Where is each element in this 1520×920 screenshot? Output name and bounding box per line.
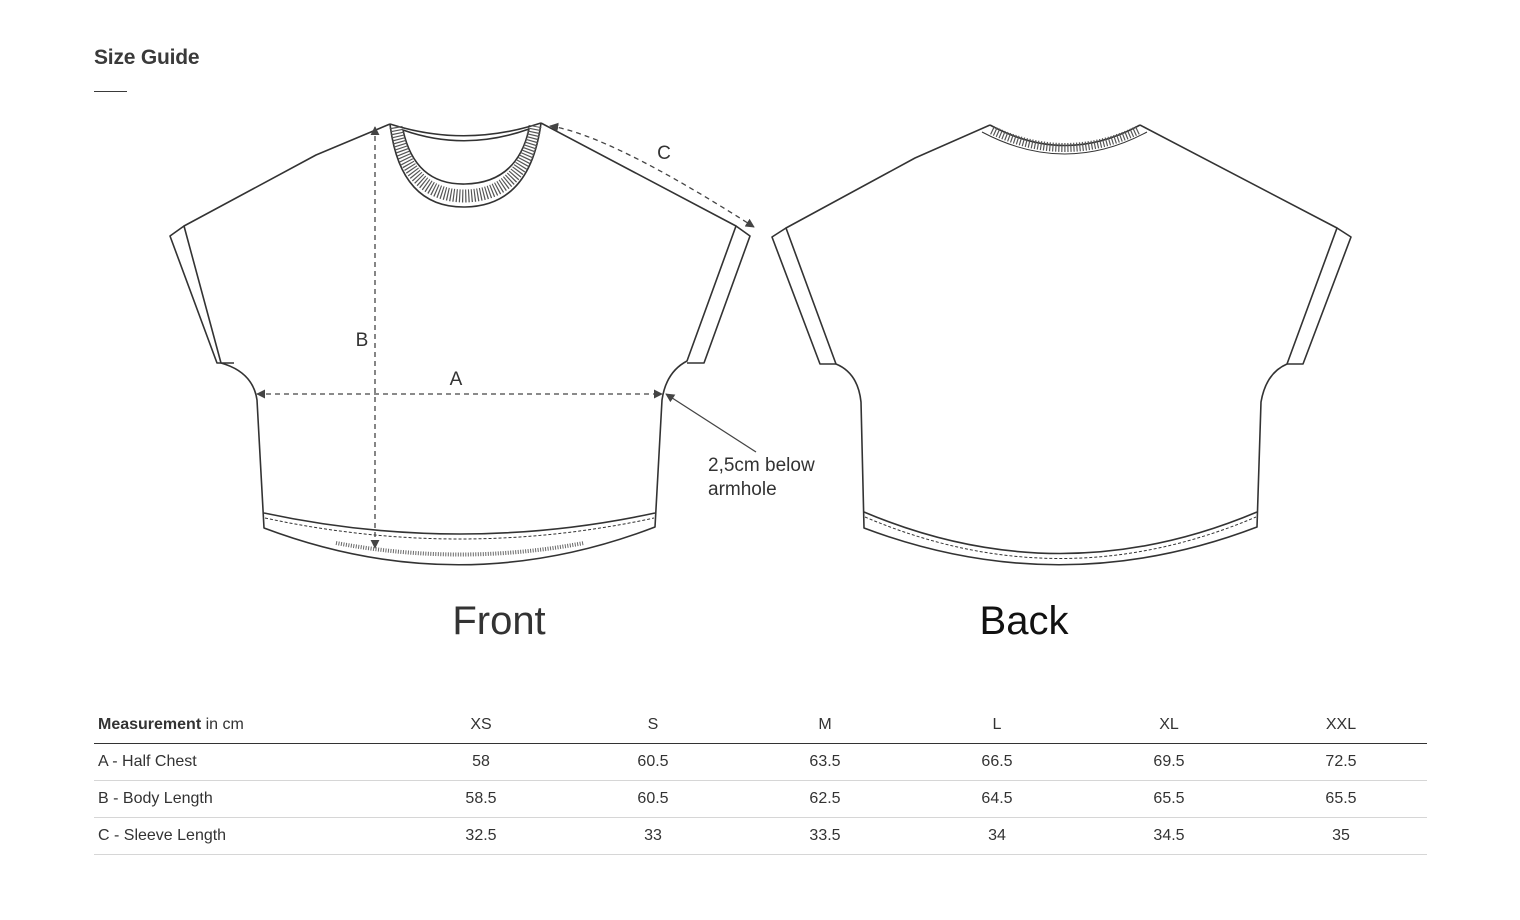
title-underline	[94, 91, 127, 92]
table-cell: 32.5	[395, 817, 567, 855]
table-cell: 69.5	[1083, 743, 1255, 781]
table-row: C - Sleeve Length 32.5 33 33.5 34 34.5 3…	[94, 817, 1427, 855]
note-pointer-line	[665, 393, 757, 453]
back-neck-inner	[981, 131, 1148, 155]
front-label: Front	[452, 599, 545, 643]
note-line-1: 2,5cm below	[708, 455, 815, 476]
marker-a: A	[450, 369, 463, 390]
row-label: A - Half Chest	[94, 743, 395, 781]
page-title: Size Guide	[94, 46, 200, 69]
table-cell: 65.5	[1255, 780, 1427, 818]
size-header: S	[567, 706, 739, 744]
size-header: XL	[1083, 706, 1255, 744]
table-cell: 33.5	[739, 817, 911, 855]
back-right-cuff	[1287, 227, 1352, 365]
back-tshirt-drawing	[771, 124, 1352, 566]
front-neck-top-inner	[402, 128, 530, 142]
front-neck-inner	[402, 128, 530, 185]
table-cell: 60.5	[567, 743, 739, 781]
table-cell: 58.5	[395, 780, 567, 818]
front-neck-rib	[389, 124, 542, 203]
table-cell: 33	[567, 817, 739, 855]
back-label: Back	[980, 599, 1070, 643]
table-cell: 60.5	[567, 780, 739, 818]
table-cell: 65.5	[1083, 780, 1255, 818]
size-header: M	[739, 706, 911, 744]
back-neck-rib	[990, 125, 1140, 152]
marker-c: C	[657, 143, 671, 164]
front-neck-outer	[389, 122, 542, 208]
table-cell: 72.5	[1255, 743, 1427, 781]
size-diagram: A B C 2,5cm below armhole Front Back	[169, 122, 1352, 643]
table-cell: 64.5	[911, 780, 1083, 818]
front-left-cuff	[169, 225, 234, 364]
front-tshirt-drawing	[169, 122, 751, 566]
front-body-outline	[183, 122, 737, 566]
front-neck-top	[389, 122, 542, 137]
front-hem-band	[335, 541, 585, 557]
size-header: XXL	[1255, 706, 1427, 744]
note-line-2: armhole	[708, 479, 777, 500]
measurement-lines	[256, 122, 755, 549]
front-hem-stitch	[264, 517, 655, 540]
table-cell: 35	[1255, 817, 1427, 855]
size-table: Measurement in cm XS S M L XL XXL A - Ha…	[94, 706, 1427, 855]
table-cell: 62.5	[739, 780, 911, 818]
table-cell: 63.5	[739, 743, 911, 781]
back-body-outline	[785, 124, 1338, 566]
table-cell: 34.5	[1083, 817, 1255, 855]
size-header: XS	[395, 706, 567, 744]
row-label: C - Sleeve Length	[94, 817, 395, 855]
measure-c-line	[549, 122, 755, 228]
row-label: B - Body Length	[94, 780, 395, 818]
table-cell: 66.5	[911, 743, 1083, 781]
measurement-header: Measurement in cm	[94, 706, 395, 744]
front-hem-top	[263, 512, 656, 535]
table-row: A - Half Chest 58 60.5 63.5 66.5 69.5 72…	[94, 743, 1427, 781]
front-right-cuff	[687, 225, 751, 364]
marker-b: B	[356, 330, 369, 351]
table-row: B - Body Length 58.5 60.5 62.5 64.5 65.5…	[94, 780, 1427, 818]
back-left-cuff	[771, 227, 836, 365]
size-header: L	[911, 706, 1083, 744]
table-cell: 58	[395, 743, 567, 781]
table-header-row: Measurement in cm XS S M L XL XXL	[94, 706, 1427, 744]
back-hem-stitch	[864, 516, 1257, 559]
back-hem-top	[863, 511, 1258, 555]
table-cell: 34	[911, 817, 1083, 855]
